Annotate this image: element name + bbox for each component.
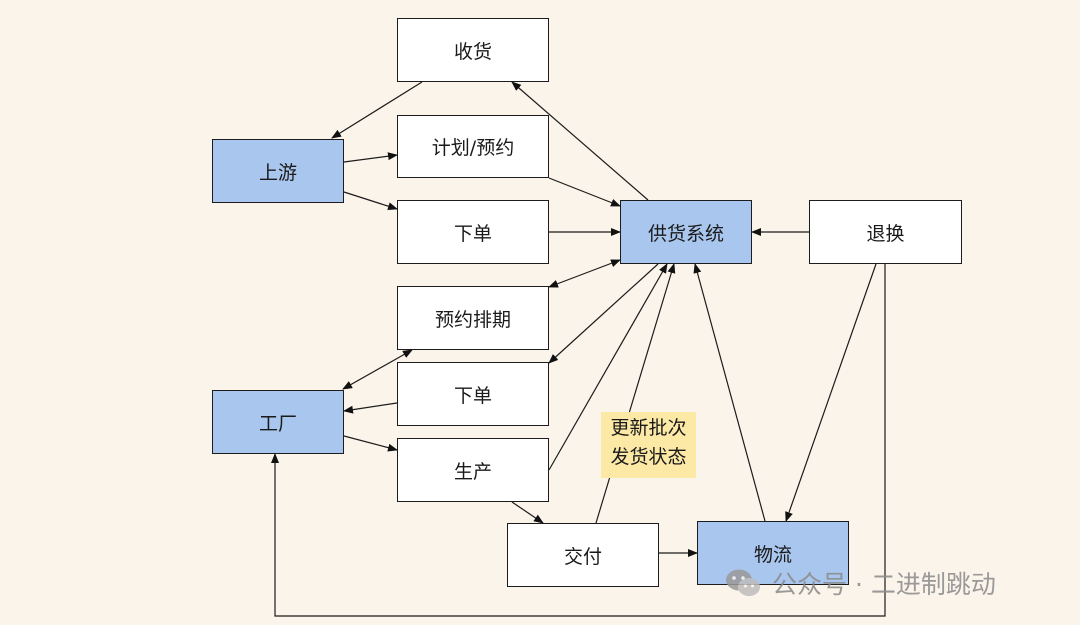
edge-jihua-to-gonghuo (548, 177, 621, 207)
node-shengchan: 生产 (397, 438, 549, 502)
node-xiadan-top: 下单 (397, 200, 549, 264)
node-shouhuo: 收货 (397, 18, 549, 82)
node-xiadan-mid: 下单 (397, 362, 549, 426)
edge-shouhuo-to-shangyou (331, 81, 423, 139)
edge-gongchang-to-shengchan (343, 435, 398, 452)
annotation-note: 更新批次 发货状态 (601, 412, 696, 478)
edge-gonghuo-to-shouhuo (511, 81, 649, 201)
edge-gonghuo-to-xiadan-mid (548, 263, 659, 364)
edge-shengchan-to-gonghuo (548, 263, 668, 471)
annotation-line-1: 更新批次 (610, 417, 687, 439)
node-gongchang: 工厂 (212, 390, 344, 454)
edge-shangyou-to-xiadan (343, 191, 398, 211)
node-gonghuo-xitong: 供货系统 (620, 200, 752, 264)
wechat-icon (726, 569, 760, 596)
edge-shangyou-to-jihua (343, 152, 398, 163)
watermark-text: 公众号 · 二进制跳动 (772, 570, 996, 599)
annotation-line-2: 发货状态 (610, 446, 687, 468)
edge-tuihuan-to-wuliu (785, 263, 877, 522)
node-yuyue-paiqi: 预约排期 (397, 286, 549, 350)
edge-xiadan-to-gongchang (343, 402, 398, 414)
edge-tuihuan-to-gongchang (271, 264, 886, 617)
edge-wuliu-to-gonghuo (693, 263, 766, 522)
node-jiaofu: 交付 (507, 523, 659, 587)
node-jihua-yuyue: 计划/预约 (397, 115, 549, 178)
node-shangyou: 上游 (212, 139, 344, 203)
edge-gonghuo-yuyue-bidirectional (548, 259, 621, 288)
node-wuliu: 物流 (697, 521, 849, 585)
edge-yuyue-gongchang-bidirectional (342, 349, 413, 390)
watermark: 公众号 · 二进制跳动 (724, 563, 996, 603)
edge-shengchan-to-jiaofu (511, 501, 544, 524)
edge-jiaofu-to-gonghuo (595, 263, 676, 524)
node-tuihuan: 退换 (809, 200, 962, 264)
